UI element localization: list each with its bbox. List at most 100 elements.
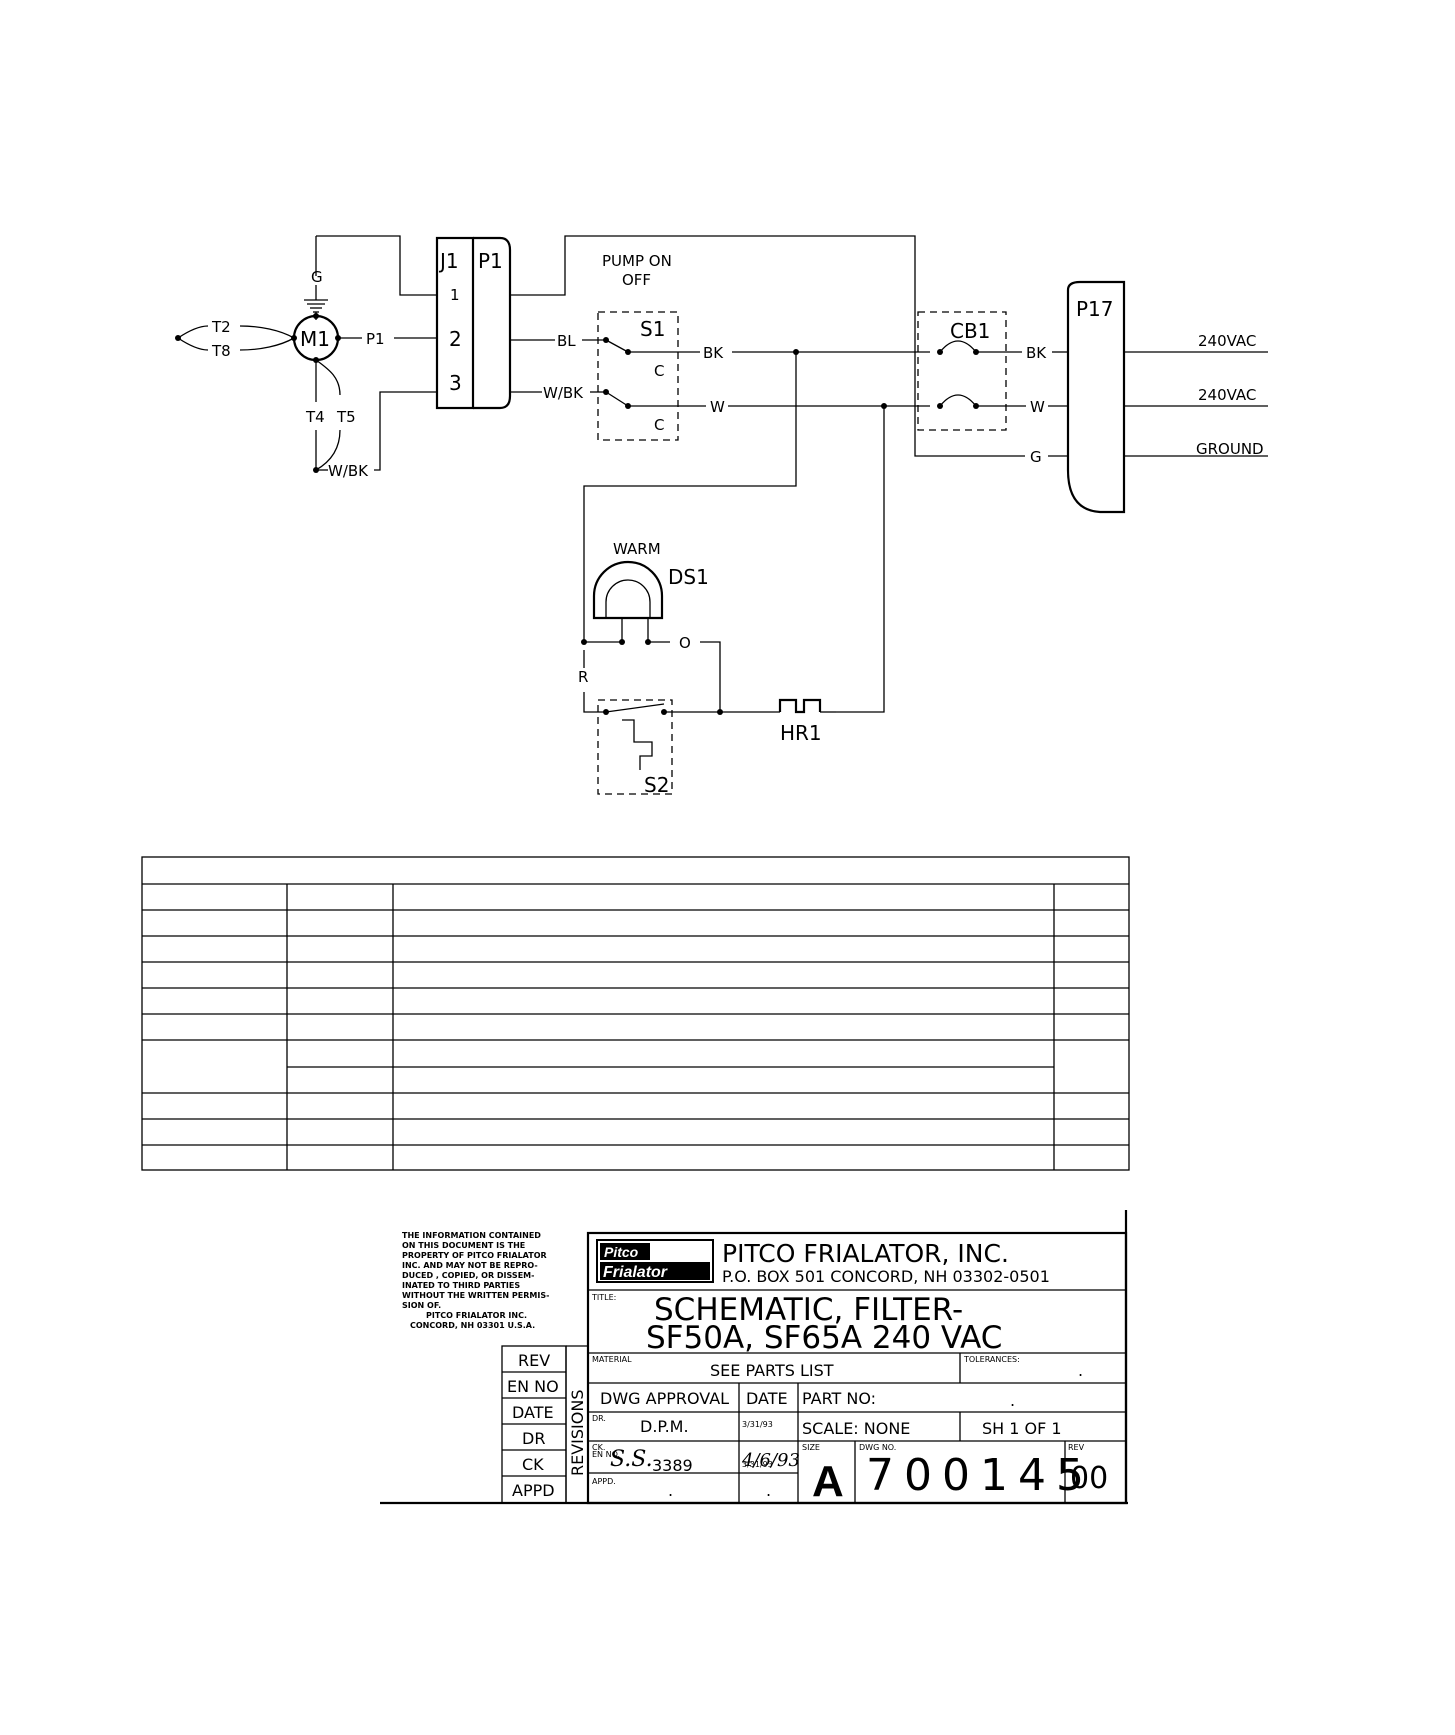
revisions-label: REVISIONS	[568, 1390, 587, 1476]
rev-label: REV	[1068, 1443, 1085, 1452]
disclaimer-line: CONCORD, NH 03301 U.S.A.	[410, 1321, 535, 1330]
breaker-cb1	[917, 311, 1007, 431]
wire-w-label: W	[710, 398, 725, 416]
title-block: THE INFORMATION CONTAINED ON THIS DOCUME…	[380, 1210, 1128, 1506]
disclaimer-line: WITHOUT THE WRITTEN PERMIS-	[402, 1291, 549, 1300]
schematic: G M1 T2 T8 P1 T4 T5	[175, 235, 1268, 797]
lead-t2-label: T2	[211, 318, 231, 336]
ck-value: S.S.	[610, 1447, 653, 1472]
rev-row-label: DATE	[512, 1403, 554, 1422]
lead-t5-label: T5	[336, 408, 356, 426]
connector-p1-label: P1	[478, 249, 503, 273]
rev-row-label: CK	[522, 1455, 544, 1474]
cb-w-label: W	[1030, 398, 1045, 416]
pin-1-label: 1	[450, 286, 460, 304]
switch-s1	[597, 311, 679, 441]
appd-date: .	[766, 1481, 771, 1500]
heater-hr1	[778, 698, 822, 714]
date-header: DATE	[746, 1389, 788, 1408]
rev-row-label: DR	[522, 1429, 545, 1448]
disclaimer-line: THE INFORMATION CONTAINED	[402, 1231, 541, 1240]
disclaimer-line: DUCED , COPIED, OR DISSEM-	[402, 1271, 534, 1280]
supply-l2-label: 240VAC	[1198, 386, 1256, 404]
lamp-label: DS1	[668, 565, 709, 589]
title-label: TITLE:	[591, 1293, 616, 1302]
connector-p1	[473, 236, 512, 410]
rev-row-label: REV	[518, 1351, 550, 1370]
plug-label: P17	[1076, 297, 1114, 321]
wire-bl-label: BL	[557, 332, 576, 350]
tolerances-value: .	[1078, 1361, 1083, 1380]
sheet-value: SH 1 OF 1	[982, 1419, 1062, 1438]
connector-j1	[435, 236, 475, 410]
ck-label: CK.	[592, 1443, 605, 1452]
wire-ground-to-pin1	[316, 235, 437, 296]
material-label: MATERIAL	[592, 1355, 632, 1364]
en-date: 3/31/93	[742, 1460, 773, 1469]
appd-label: APPD.	[592, 1477, 616, 1486]
wire-wbk-label: W/BK	[543, 384, 584, 402]
lead-t4-label: T4	[305, 408, 325, 426]
heater-label: HR1	[780, 721, 822, 745]
disclaimer-line: SION OF.	[402, 1301, 441, 1310]
disclaimer-line: INATED TO THIRD PARTIES	[402, 1281, 520, 1290]
disclaimer-line: INC. AND MAY NOT BE REPRO-	[402, 1261, 538, 1270]
rev-value: 00	[1070, 1461, 1108, 1496]
dr-value: D.P.M.	[640, 1417, 689, 1436]
dr-label: DR.	[592, 1414, 606, 1423]
part-no-value: .	[1010, 1391, 1015, 1410]
rev-row-label: APPD	[512, 1481, 555, 1500]
en-no-label: EN NO.	[592, 1450, 620, 1459]
disclaimer-line: PROPERTY OF PITCO FRIALATOR	[402, 1251, 547, 1260]
parts-table	[141, 856, 1130, 1171]
dwg-no-value: 700145	[866, 1450, 1094, 1501]
ck-date: 4/6/93	[741, 1450, 800, 1471]
dr-date: 3/31/93	[742, 1420, 773, 1429]
svg-text:Frialator: Frialator	[603, 1264, 668, 1281]
lead-t2	[177, 325, 209, 339]
pin-2-label: 2	[449, 327, 462, 351]
pitco-logo: Pitco Frialator	[596, 1239, 714, 1283]
company-address: P.O. BOX 501 CONCORD, NH 03302-0501	[722, 1267, 1050, 1286]
lamp-ds1	[592, 560, 664, 620]
switch-s1-label: S1	[640, 317, 665, 341]
contact-c1-label: C	[654, 362, 664, 380]
wire-g-label: G	[1030, 448, 1042, 466]
part-no-label: PART NO:	[802, 1389, 876, 1408]
cb-bk-label: BK	[1026, 344, 1047, 362]
appd-value: .	[668, 1481, 673, 1500]
switch-s2	[597, 699, 673, 795]
lead-t8-label: T8	[211, 342, 231, 360]
dwg-approval-label: DWG APPROVAL	[600, 1389, 729, 1408]
size-label: SIZE	[802, 1443, 820, 1452]
company-name: PITCO FRIALATOR, INC.	[722, 1239, 1009, 1268]
lead-t8	[177, 337, 209, 351]
warm-label: WARM	[613, 540, 661, 558]
size-value: A	[812, 1457, 844, 1506]
wire-r-label: R	[578, 668, 588, 686]
en-no-value: 3389	[652, 1456, 693, 1475]
lead-wbk-label: W/BK	[328, 462, 369, 480]
contact-c2-label: C	[654, 416, 664, 434]
scale-value: SCALE: NONE	[802, 1419, 910, 1438]
rev-row-label: EN NO	[507, 1377, 559, 1396]
pump-off-label: OFF	[622, 271, 651, 289]
disclaimer-line: ON THIS DOCUMENT IS THE	[402, 1241, 525, 1250]
pin-3-label: 3	[449, 371, 462, 395]
wire-bk-label: BK	[703, 344, 724, 362]
wire-o-label: O	[679, 634, 691, 652]
drawing-title-line1: SCHEMATIC, FILTER-	[654, 1292, 963, 1328]
supply-ground-label: GROUND	[1196, 440, 1264, 458]
motor-ground-label: G	[311, 268, 323, 286]
svg-text:Pitco: Pitco	[604, 1244, 639, 1260]
lead-p1-label: P1	[366, 330, 385, 348]
plug-p17	[1066, 280, 1126, 514]
connector-j1-label: J1	[438, 249, 459, 273]
disclaimer-line: PITCO FRIALATOR INC.	[426, 1311, 527, 1320]
switch-s2-label: S2	[644, 773, 669, 797]
breaker-label: CB1	[950, 319, 990, 343]
tolerances-label: TOLERANCES:	[963, 1355, 1020, 1364]
motor-label: M1	[300, 327, 330, 351]
dwg-no-label: DWG NO.	[859, 1443, 896, 1452]
